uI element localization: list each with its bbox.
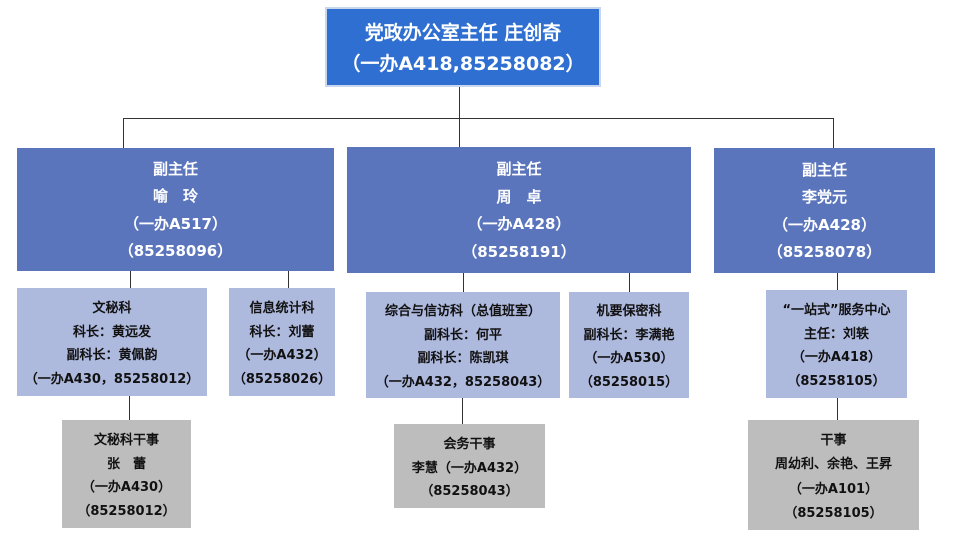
staff-name: 张 蕾 (106, 456, 146, 472)
connector-yizhanshi (837, 272, 838, 290)
connector-zonghe (463, 272, 464, 292)
staff-name: 李慧（一办A432） (411, 460, 528, 476)
deputy-name: 李党元 (801, 188, 847, 207)
connector-wenmi (130, 270, 131, 288)
staff-phone: （85258012） (77, 504, 176, 520)
connector-deputy-left (123, 118, 124, 148)
deputy-office: （一办A428） (773, 215, 876, 234)
section-box-xinxi: 信息统计科 科长：刘蕾 （一办A432） （85258026） (229, 288, 335, 396)
section-deputy: 副科长：李满艳 (583, 327, 675, 343)
connector-huiwu-staff (462, 398, 463, 424)
deputy-role: 副主任 (152, 160, 198, 179)
staff-phone: （85258043） (420, 484, 519, 500)
staff-box-ganshi: 干事 周幼利、余艳、王昇 （一办A101） （85258105） (748, 420, 919, 530)
section-name: “一站式”服务中心 (782, 302, 891, 318)
section-deputy-2: 副科长：陈凯琪 (417, 351, 509, 367)
section-box-yizhanshi: “一站式”服务中心 主任：刘轶 （一办A418） （85258105） (766, 290, 907, 398)
staff-title: 文秘科干事 (93, 432, 159, 448)
section-phone: （85258015） (579, 374, 679, 390)
section-deputy: 副科长：黄佩韵 (66, 348, 158, 364)
director-title: 党政办公室主任 庄创奇 (364, 21, 562, 44)
staff-names: 周幼利、余艳、王昇 (774, 457, 892, 473)
section-office: （一办A530） (584, 351, 674, 367)
staff-phone: （85258105） (784, 505, 883, 521)
connector-xinxi (288, 270, 289, 288)
connector-jiyao (629, 272, 630, 292)
staff-office: （一办A430） (81, 480, 172, 496)
section-contact: （一办A432，85258043） (375, 374, 551, 390)
section-name: 综合与信访科（总值班室） (384, 304, 541, 320)
deputy-phone: （85258096） (118, 241, 233, 260)
deputy-box-yu-ling: 副主任 喻 玲 （一办A517） （85258096） (17, 148, 334, 271)
connector-wenmi-staff (129, 396, 130, 420)
deputy-box-zhou-zhuo: 副主任 周 卓 （一办A428） （85258191） (347, 147, 691, 273)
section-phone: （85258026） (232, 372, 332, 388)
deputy-role: 副主任 (496, 159, 542, 178)
section-box-zonghe: 综合与信访科（总值班室） 副科长：何平 副科长：陈凯琪 （一办A432，8525… (366, 292, 560, 398)
connector-deputy-right (833, 118, 834, 148)
section-phone: （85258105） (787, 374, 886, 390)
deputy-role: 副主任 (801, 160, 847, 179)
section-deputy-1: 副科长：何平 (423, 327, 502, 343)
section-chief: 主任：刘轶 (803, 326, 869, 342)
section-contact: （一办A430，85258012） (24, 372, 200, 388)
director-box: 党政办公室主任 庄创奇 （一办A418,85258082） (325, 7, 601, 87)
section-chief: 科长：刘蕾 (249, 324, 315, 340)
staff-box-huiwu: 会务干事 李慧（一办A432） （85258043） (394, 424, 545, 508)
deputy-name: 周 卓 (496, 187, 542, 206)
director-contact: （一办A418,85258082） (341, 53, 585, 76)
staff-title: 会务干事 (443, 436, 496, 452)
section-box-wenmi: 文秘科 科长：黄远发 副科长：黄佩韵 （一办A430，85258012） (17, 288, 207, 396)
section-chief: 科长：黄远发 (72, 324, 151, 340)
staff-office: （一办A101） (788, 481, 879, 497)
connector-yizhanshi-staff (837, 398, 838, 420)
staff-box-wenmi: 文秘科干事 张 蕾 （一办A430） （85258012） (62, 420, 191, 528)
section-box-jiyao: 机要保密科 副科长：李满艳 （一办A530） （85258015） (569, 292, 689, 398)
connector-horizontal-bus (123, 118, 834, 119)
deputy-phone: （85258191） (462, 243, 576, 262)
section-name: 信息统计科 (249, 300, 315, 316)
section-office: （一办A418） (791, 350, 882, 366)
section-office: （一办A432） (237, 348, 327, 364)
deputy-phone: （85258078） (767, 243, 882, 262)
connector-deputy-center (459, 118, 460, 147)
section-name: 文秘科 (92, 300, 132, 316)
deputy-office: （一办A517） (124, 214, 227, 233)
staff-title: 干事 (820, 433, 847, 449)
connector-director-down (459, 86, 460, 118)
deputy-box-li-dangyuan: 副主任 李党元 （一办A428） （85258078） (714, 148, 935, 273)
section-name: 机要保密科 (596, 304, 662, 320)
deputy-office: （一办A428） (467, 215, 571, 234)
deputy-name: 喻 玲 (152, 187, 198, 206)
